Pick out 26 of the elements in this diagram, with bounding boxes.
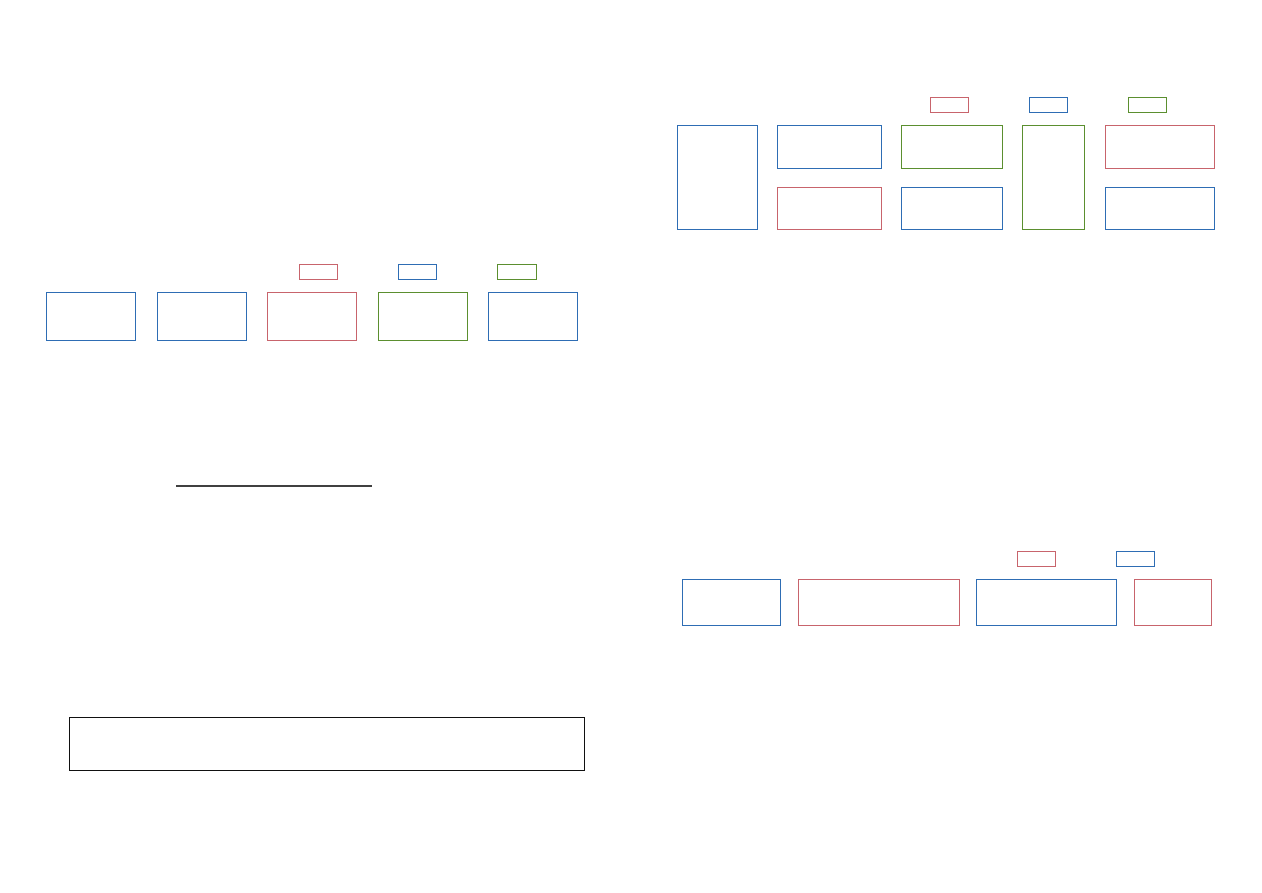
empty-box xyxy=(798,579,960,626)
empty-box xyxy=(901,187,1003,230)
empty-box xyxy=(398,264,437,280)
empty-box xyxy=(1022,125,1085,230)
empty-box xyxy=(497,264,537,280)
empty-box xyxy=(1105,125,1215,169)
empty-box xyxy=(976,579,1117,626)
empty-box xyxy=(46,292,136,341)
empty-box xyxy=(1128,97,1167,113)
empty-box xyxy=(378,292,468,341)
empty-box xyxy=(682,579,781,626)
empty-box xyxy=(69,717,585,771)
empty-box xyxy=(1116,551,1155,567)
empty-box xyxy=(157,292,247,341)
empty-box xyxy=(488,292,578,341)
empty-box xyxy=(267,292,357,341)
empty-box xyxy=(1134,579,1212,626)
empty-box xyxy=(1105,187,1215,230)
empty-box xyxy=(677,125,758,230)
empty-box xyxy=(1029,97,1068,113)
empty-box xyxy=(777,187,882,230)
empty-box xyxy=(777,125,882,169)
empty-box xyxy=(901,125,1003,169)
empty-box xyxy=(299,264,338,280)
empty-box xyxy=(1017,551,1056,567)
empty-box xyxy=(930,97,969,113)
